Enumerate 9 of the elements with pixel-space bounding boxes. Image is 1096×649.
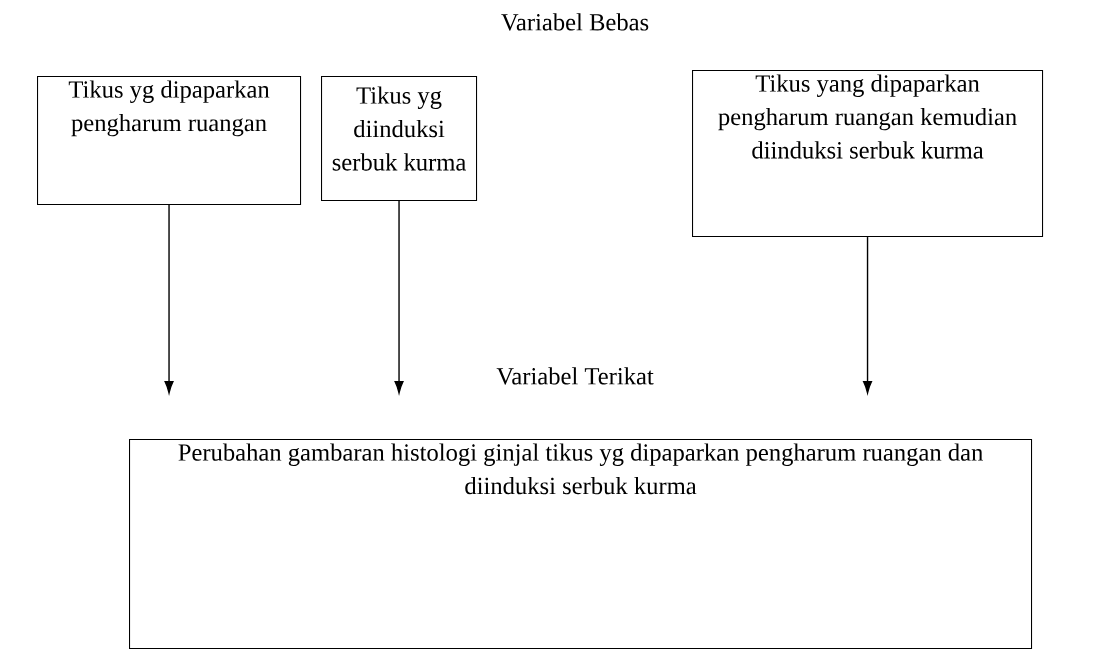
process-box: Tikus yg diinduksi serbuk kurma: [321, 76, 478, 202]
heading: Variabel Bebas: [501, 13, 649, 31]
process-box: Perubahan gambaran histologi ginjal tikus yg dipaparkan pengharum ruangan dan diinduksi serbuk kurma: [129, 439, 1033, 649]
arrow: [394, 200, 404, 394]
arrow: [863, 236, 873, 394]
process-box: Tikus yg dipaparkan pengharum ruangan: [37, 76, 302, 206]
arrow: [164, 204, 174, 394]
process-box: Tikus yang dipaparkan pengharum ruangan kemudian diinduksi serbuk kurma: [692, 70, 1044, 238]
section-label: Variabel Terikat: [496, 367, 654, 385]
